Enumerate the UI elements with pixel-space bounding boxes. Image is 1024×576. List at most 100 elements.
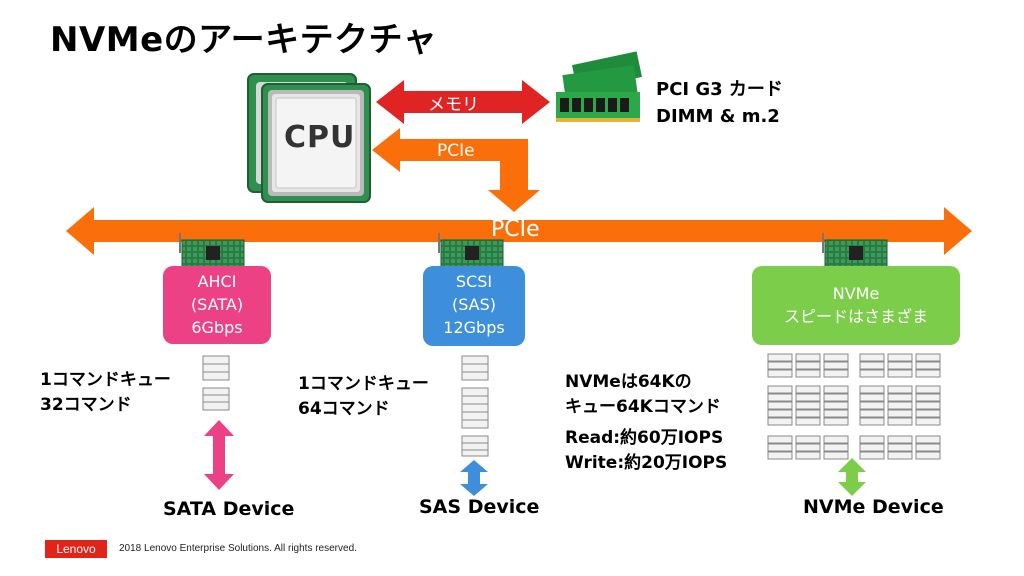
cpu-label: CPU [284,120,356,155]
nvme-queue-block [859,353,885,362]
queue-text-line: 1コマンドキュー [40,370,171,390]
memory-desc-line: PCI G3 カード [656,79,783,100]
memory-arrow-label: メモリ [428,95,479,115]
nvme-queue-block [915,353,941,362]
queue-text-line: Read:約60万IOPS [565,428,724,448]
ahci-card-board [179,233,245,269]
nvme-queue-block [795,385,821,394]
queue-text-line: NVMeは64Kの [565,372,692,392]
nvme-queue-block [795,443,821,452]
nvme-queue-block [887,443,913,452]
nvme-queue-block [915,385,941,394]
nvme-queue-block [767,409,793,418]
nvme-queue-block [859,443,885,452]
sata-queue-stack [202,355,230,411]
nvme-queue-block [767,401,793,410]
nvme-queue-block [823,369,849,378]
nvme-queue-block [823,417,849,426]
nvme-queue-block [915,443,941,452]
nvme-queue-block [795,353,821,362]
sas-device-label: SAS Device [419,496,540,518]
controller-line: スピードはさまざま [783,307,928,326]
controller-line: AHCI [197,272,237,291]
copyright-text: 2018 Lenovo Enterprise Solutions. All ri… [119,543,357,554]
pcie-bus-arrow [66,207,972,255]
nvme-queue-block [767,417,793,426]
nvme-queue-block [915,369,941,378]
nvme-queue-block [767,353,793,362]
nvme-queue-block [767,385,793,394]
nvme-queue-block [887,385,913,394]
nvme-queue-block [915,435,941,444]
nvme-queue-block [767,435,793,444]
nvme-queue-block [859,409,885,418]
controller-line: 6Gbps [191,318,243,337]
nvme-queue-block [887,435,913,444]
nvme-queue-block [887,369,913,378]
sas-device-arrow [460,460,488,496]
nvme-queue-block [859,361,885,370]
sas-queue-stack [461,355,489,457]
sas-queue-text: 1コマンドキュー 64コマンド [298,372,429,422]
queue-text-line: キュー64Kコマンド [565,397,721,417]
nvme-queue-block [915,401,941,410]
nvme-queue-block [887,353,913,362]
nvme-queue-block [887,451,913,460]
nvme-queue-block [795,401,821,410]
nvme-queue-block [887,401,913,410]
nvme-queue-block [915,451,941,460]
nvme-queue-block [823,353,849,362]
controller-line: SCSI [455,272,493,291]
sata-device-label: SATA Device [163,498,295,520]
queue-text-line: Write:約20万IOPS [565,453,728,473]
nvme-queue-block [795,393,821,402]
queue-text-line: 64コマンド [298,399,390,419]
nvme-card-board [822,233,888,269]
memory-modules [556,51,642,122]
nvme-queue-block [823,401,849,410]
memory-arrow [376,80,550,124]
nvme-device-label: NVMe Device [803,496,944,518]
scsi-controller-box: SCSI (SAS) 12Gbps [423,266,525,346]
nvme-queue-block [823,409,849,418]
nvme-queue-block [859,369,885,378]
nvme-queue-block [767,361,793,370]
pcie-link-arrow [372,128,540,212]
nvme-queue-block [887,417,913,426]
nvme-queue-block [823,443,849,452]
queue-text-line: 1コマンドキュー [298,374,429,394]
nvme-queue-block [915,409,941,418]
controller-line: 12Gbps [443,318,505,337]
pcie-link-label: PCIe [437,141,475,161]
nvme-queue-block [795,435,821,444]
nvme-queue-block [823,361,849,370]
pcie-bus-label: PCIe [491,217,540,242]
nvme-queue-block [887,409,913,418]
nvme-queue-block [767,451,793,460]
controller-line: (SATA) [190,295,244,314]
nvme-queue-block [767,443,793,452]
nvme-queue-block [859,393,885,402]
nvme-queue-block [859,401,885,410]
nvme-queue-block [795,417,821,426]
page-title: NVMeのアーキテクチャ [50,20,438,60]
nvme-device-arrow [838,458,866,496]
nvme-queue-block [795,409,821,418]
nvme-queue-block [887,361,913,370]
nvme-controller-box: NVMe スピードはさまざま [752,266,960,345]
cpu-chip [261,83,371,203]
memory-desc-line: DIMM & m.2 [656,106,780,127]
nvme-queue-block [887,393,913,402]
nvme-queue-block [823,385,849,394]
queue-text-line: 32コマンド [40,395,132,415]
nvme-queue-block [767,369,793,378]
nvme-queue-block [859,385,885,394]
controller-line: NVMe [832,284,880,303]
sata-device-arrow [204,420,234,490]
nvme-queue-block [859,435,885,444]
nvme-queue-block [767,393,793,402]
nvme-queue-block [795,369,821,378]
nvme-queue-block [823,451,849,460]
nvme-queue-block [859,451,885,460]
